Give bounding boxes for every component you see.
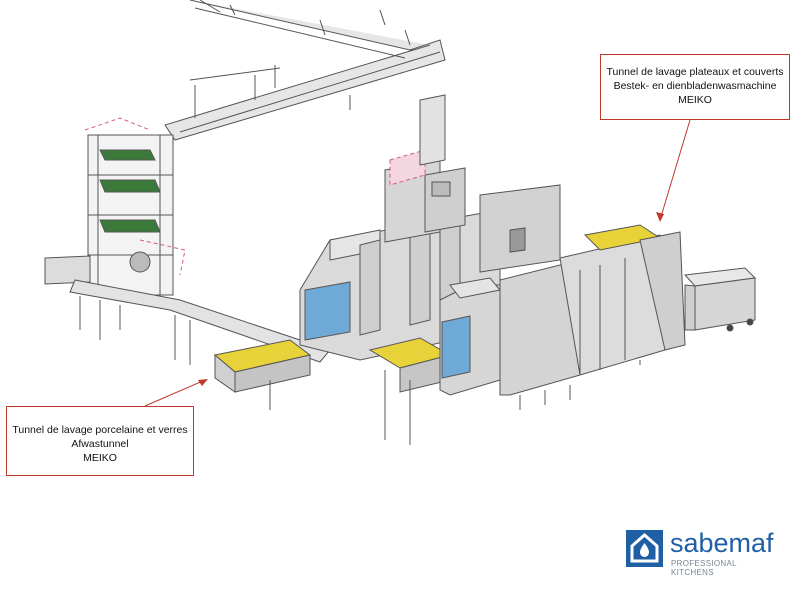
- left-callout-leader: [144, 379, 206, 407]
- callout-porcelain-glass-tunnel: Tunnel de lavage porcelaine et verres Af…: [6, 406, 194, 476]
- floor-conveyor: [44, 255, 331, 365]
- tray-cutlery-tunnel: [368, 224, 686, 445]
- callout-tray-cutlery-tunnel: Tunnel de lavage plateaux et couverts Be…: [600, 54, 790, 120]
- left-callout-arrowhead: [198, 379, 208, 386]
- sabemaf-logo: sabemaf PROFESSIONAL KITCHENS: [626, 528, 776, 577]
- callout-line-2: Afwastunnel: [71, 438, 129, 450]
- logo-subtitle: PROFESSIONAL KITCHENS: [671, 559, 737, 577]
- overhead-conveyor: [164, 0, 446, 141]
- lift-tower: [84, 117, 186, 296]
- right-callout-leader: [659, 119, 691, 221]
- right-trolley: [683, 267, 757, 332]
- callout-line-3: MEIKO: [83, 452, 117, 464]
- callout-line-3: MEIKO: [678, 94, 712, 106]
- callout-line-2: Bestek- en dienbladenwasmachine: [613, 80, 777, 92]
- logo-wordmark: sabemaf: [670, 528, 774, 558]
- house-drop-icon: [626, 530, 663, 567]
- right-callout-arrowhead: [656, 212, 664, 222]
- left-loading-table: [213, 339, 312, 410]
- callout-line-1: Tunnel de lavage porcelaine et verres: [12, 424, 188, 436]
- callout-line-1: Tunnel de lavage plateaux et couverts: [606, 66, 784, 78]
